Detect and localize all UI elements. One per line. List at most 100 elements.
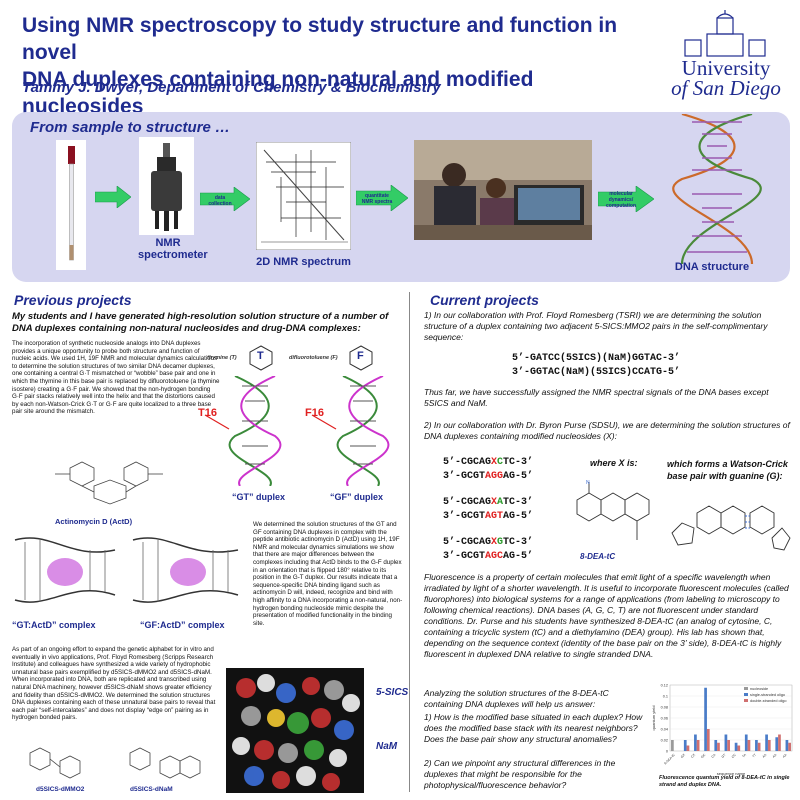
arrow-3-label: quantitate NMR spectra bbox=[361, 193, 393, 205]
seq-c-top-part-1: 5’-CGCAG bbox=[443, 537, 492, 548]
y-axis-label: quantum yield bbox=[651, 706, 656, 731]
x-tick-label: GX bbox=[680, 752, 687, 759]
x-tick-label: AA bbox=[782, 752, 788, 758]
bar-1 bbox=[785, 740, 789, 751]
sequence-a-top: 5’-CGCAGXCTC-3’ bbox=[443, 456, 533, 470]
seq-a-bot-part-2: AG-5’ bbox=[503, 471, 534, 482]
f16-label: F16 bbox=[305, 407, 324, 419]
seq-c-bot-part-2: AG-5’ bbox=[503, 551, 534, 562]
t16-label: T16 bbox=[198, 407, 217, 419]
workflow-arrow-1 bbox=[95, 186, 131, 208]
seq-c-top-x: X bbox=[491, 537, 498, 548]
current-projects-heading: Current projects bbox=[430, 292, 539, 308]
seq-a-top-neighbor: C bbox=[497, 457, 504, 468]
x-tick-label: AA bbox=[761, 752, 767, 758]
bar-2 bbox=[717, 742, 720, 751]
x-tick-label: TT bbox=[752, 753, 758, 759]
logo-line-2: of San Diego bbox=[671, 76, 781, 100]
bar-2 bbox=[788, 742, 791, 751]
unnatural-base-structures bbox=[29, 747, 201, 779]
sequence-1-bottom: 3’-GGTAC(NaM)(5SICS)CCATG-5’ bbox=[512, 367, 681, 378]
bar-1 bbox=[724, 734, 728, 751]
difluoro-label: difluorotoluene (F) bbox=[289, 355, 338, 361]
current-para-3: 2) In our collaboration with Dr. Byron P… bbox=[424, 420, 790, 441]
sequence-c-top: 5’-CGCAGXGTC-3’ bbox=[443, 536, 533, 550]
dna-structure-caption: DNA structure bbox=[674, 261, 750, 273]
bar-2 bbox=[737, 745, 741, 751]
bar-2 bbox=[767, 740, 771, 751]
y-tick-label: 0.1 bbox=[663, 695, 668, 699]
x-tick-label: CA bbox=[710, 752, 717, 759]
x-axis-label: sequence name bbox=[717, 771, 746, 776]
svg-text:N: N bbox=[586, 480, 590, 486]
seq-a-bot-pair: AGG bbox=[485, 471, 504, 482]
gf-duplex-caption: “GF” duplex bbox=[330, 492, 384, 502]
poster-title: Using NMR spectroscopy to study structur… bbox=[22, 12, 652, 120]
column-divider bbox=[409, 292, 410, 792]
seq-a-top-part-2: TC-3’ bbox=[503, 457, 534, 468]
gt-actd-caption: “GT:ActD” complex bbox=[12, 620, 96, 630]
gt-duplex-image bbox=[228, 376, 282, 486]
arrow-2-label: data collection bbox=[208, 195, 232, 207]
bar-0 bbox=[671, 740, 674, 751]
logo-line-1: University bbox=[681, 56, 771, 80]
previous-para-1: The incorporation of synthetic nucleosid… bbox=[12, 340, 220, 416]
bar-1 bbox=[714, 740, 718, 751]
previous-para-3: As part of an ongoing effort to expand t… bbox=[12, 646, 216, 722]
bar-2 bbox=[747, 740, 751, 751]
x-tick-label: CX bbox=[690, 752, 697, 759]
seq-c-top-part-2: TC-3’ bbox=[503, 537, 534, 548]
forms-line-1: which forms a Watson-Crick bbox=[667, 459, 788, 469]
dea-tc-structure: N bbox=[576, 480, 650, 540]
base-pair-structure bbox=[671, 505, 791, 551]
gt-actd-complex-image bbox=[14, 537, 116, 603]
sics-nam-model-image bbox=[226, 668, 364, 793]
forms-line-2: base pair with guanine (G): bbox=[667, 471, 783, 481]
university-wordmark: University of San Diego bbox=[656, 56, 796, 100]
workflow-arrow-2 bbox=[200, 187, 250, 211]
previous-projects-heading: Previous projects bbox=[14, 292, 132, 308]
nam-structure-caption: d5SICS-dNaM bbox=[130, 786, 173, 793]
x-tick-label: CC bbox=[731, 752, 738, 759]
x-tick-label: TA bbox=[741, 752, 747, 758]
spectrum-caption: 2D NMR spectrum bbox=[256, 256, 351, 268]
current-para-2: Thus far, we have successfully assigned … bbox=[424, 387, 769, 408]
legend-swatch bbox=[744, 693, 748, 696]
seq-c-bot-part-1: 3’-GCGT bbox=[443, 551, 486, 562]
bar-2 bbox=[706, 729, 710, 751]
sics-label: 5-SICS bbox=[376, 687, 409, 698]
x-tick-label: 8-DEA-tC bbox=[663, 752, 676, 765]
legend-label: nucleoside bbox=[750, 687, 768, 691]
thymine-structure bbox=[249, 345, 273, 371]
bar-1 bbox=[734, 742, 738, 751]
bar-1 bbox=[775, 737, 779, 751]
bar-1 bbox=[683, 740, 687, 751]
nmr-caption-line-2: spectrometer bbox=[138, 249, 208, 261]
workflow-arrow-3 bbox=[356, 185, 408, 211]
bar-2 bbox=[757, 742, 761, 751]
current-para-1: 1) In our collaboration with Prof. Floyd… bbox=[424, 310, 768, 342]
seq-a-top-x: X bbox=[491, 457, 498, 468]
x-tick-label: GC bbox=[700, 752, 707, 759]
gf-duplex-image bbox=[336, 376, 390, 486]
sequence-b-top: 5’-CGCAGXATC-3’ bbox=[443, 496, 533, 510]
lab-photo bbox=[414, 140, 592, 240]
f16-pointer bbox=[311, 414, 337, 430]
nmr-spectrometer-caption: NMR spectrometer bbox=[138, 237, 208, 261]
bar-1 bbox=[765, 734, 768, 751]
y-tick-label: 0.04 bbox=[661, 728, 668, 732]
question-2: 2) Can we pinpoint any structural differ… bbox=[424, 758, 616, 790]
y-tick-label: 0.08 bbox=[661, 706, 668, 710]
author-line: Tammy J. Dwyer, Department of Chemistry … bbox=[22, 79, 441, 96]
thymine-letter: T bbox=[257, 350, 264, 362]
where-x-label: where X is: bbox=[590, 458, 638, 468]
seq-b-bot-part-2: AG-5’ bbox=[503, 511, 534, 522]
seq-b-bot-pair: AGT bbox=[485, 511, 504, 522]
bar-1 bbox=[704, 687, 707, 751]
legend-label: single-stranded oligo bbox=[750, 693, 785, 697]
watson-crick-label: which forms a Watson-Crick base pair wit… bbox=[667, 458, 788, 482]
nmr-tube-image bbox=[56, 140, 86, 270]
seq-c-top-neighbor: G bbox=[497, 537, 504, 548]
sequence-b-bottom: 3’-GCGTAGTAG-5’ bbox=[443, 510, 533, 524]
y-tick-label: 0 bbox=[666, 750, 668, 754]
